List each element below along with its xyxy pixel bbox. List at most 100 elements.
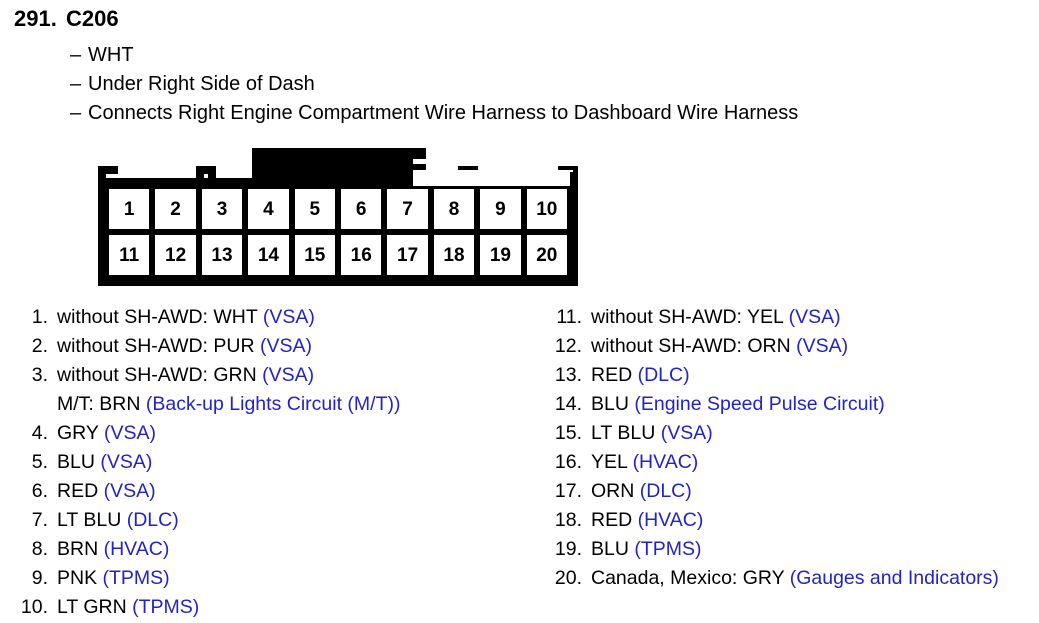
pin-description-index: 5. (31, 451, 48, 473)
pin-description-index: 9. (31, 567, 48, 589)
pin-wire-color: without SH-AWD: GRN (57, 364, 263, 386)
pin-cell[interactable]: 19 (477, 232, 524, 278)
dash-glyph: – (70, 73, 82, 95)
detail-text: WHT (88, 44, 134, 66)
pin-number: 3 (201, 189, 243, 229)
pin-circuit-label: (DLC) (637, 364, 690, 386)
dash-glyph: – (70, 102, 82, 124)
connector-top-rail-left (106, 178, 196, 186)
pin-description-row: 15.LT BLU (VSA) (548, 419, 1039, 448)
pin-number: 6 (341, 189, 382, 229)
pin-description-row: 5.BLU (VSA) (14, 448, 534, 477)
pin-number: 12 (155, 235, 196, 275)
connector-handle-slot-lower (413, 170, 573, 190)
pin-cell[interactable]: 5 (291, 186, 338, 232)
pin-description-index: 11. (556, 306, 582, 328)
pin-cell[interactable]: 13 (198, 232, 246, 278)
pin-circuit-label: (VSA) (103, 422, 156, 444)
pin-number: 20 (526, 235, 567, 275)
pin-cell[interactable]: 14 (245, 232, 292, 278)
pin-description-row: 12.without SH-AWD: ORN (VSA) (548, 332, 1039, 361)
pin-wire-color: RED (57, 480, 104, 502)
pin-cell[interactable]: 18 (430, 232, 478, 278)
pin-wire-color-alt: M/T: BRN (57, 393, 146, 415)
pin-number: 8 (433, 189, 475, 229)
detail-text: Connects Right Engine Compartment Wire H… (88, 102, 799, 124)
pin-description-index: 3. (31, 364, 48, 386)
pin-description-index: 18. (554, 509, 582, 531)
connector-detail-color: –WHT (70, 45, 134, 65)
pin-wire-color: without SH-AWD: ORN (591, 335, 797, 357)
pin-description-row: 2.without SH-AWD: PUR (VSA) (14, 332, 534, 361)
locking-tab-notch-left (98, 166, 118, 174)
pin-wire-color: without SH-AWD: WHT (57, 306, 263, 328)
pin-wire-color: without SH-AWD: YEL (591, 306, 789, 328)
pin-cell[interactable]: 8 (430, 186, 478, 232)
pin-description-row: 1.without SH-AWD: WHT (VSA) (14, 303, 534, 332)
pin-circuit-label: (HVAC) (637, 509, 704, 531)
pin-circuit-label: (Gauges and Indicators) (789, 567, 999, 589)
connector-shell-right (570, 172, 578, 286)
pin-circuit-label: (VSA) (262, 306, 315, 328)
pin-description-row: 6.RED (VSA) (14, 477, 534, 506)
pin-description-index: 8. (31, 538, 48, 560)
pin-wire-color: RED (591, 509, 638, 531)
pin-description-index: 10. (20, 596, 48, 618)
pin-description-index: 15. (554, 422, 582, 444)
pin-cell[interactable]: 15 (291, 232, 338, 278)
connector-top-rail-mid (204, 178, 252, 186)
pin-number: 14 (248, 235, 289, 275)
pin-grid: 1 2 3 4 5 6 7 8 9 10 11 12 13 14 15 16 1… (106, 186, 570, 278)
pin-cell[interactable]: 7 (384, 186, 431, 232)
pin-circuit-label: (Engine Speed Pulse Circuit) (634, 393, 885, 415)
pin-number: 1 (109, 189, 150, 229)
pin-description-row: 16.YEL (HVAC) (548, 448, 1039, 477)
pin-cell[interactable]: 4 (245, 186, 292, 232)
pin-description-index: 20. (554, 567, 582, 589)
pin-number: 9 (480, 189, 521, 229)
pin-circuit-label: (TPMS) (102, 567, 170, 589)
pin-circuit-label: (DLC) (639, 480, 692, 502)
pin-number: 19 (480, 235, 521, 275)
pin-cell[interactable]: 16 (338, 232, 385, 278)
pin-description-index: 17. (554, 480, 582, 502)
pin-cell[interactable]: 9 (477, 186, 524, 232)
pin-description-index: 16. (554, 451, 582, 473)
pin-cell[interactable]: 12 (152, 232, 199, 278)
pin-description-row: 3.without SH-AWD: GRN (VSA)M/T: BRN (Bac… (14, 361, 534, 419)
pin-number: 13 (201, 235, 243, 275)
pin-description-index: 7. (31, 509, 48, 531)
pin-circuit-label: (VSA) (259, 335, 312, 357)
pin-cell[interactable]: 11 (106, 232, 153, 278)
pin-wire-color: LT BLU (57, 509, 127, 531)
pin-wire-color: YEL (591, 451, 633, 473)
pin-description-index: 14. (554, 393, 582, 415)
pin-number: 15 (294, 235, 335, 275)
pin-description-index: 6. (31, 480, 48, 502)
pin-cell[interactable]: 1 (106, 186, 153, 232)
pin-number: 5 (294, 189, 335, 229)
pin-description-index: 4. (31, 422, 48, 444)
pin-cell[interactable]: 2 (152, 186, 199, 232)
pin-circuit-label: (VSA) (100, 451, 153, 473)
pin-circuit-label: (TPMS) (634, 538, 702, 560)
pin-cell[interactable]: 10 (523, 186, 570, 232)
pin-description-index: 12. (554, 335, 582, 357)
pin-description-row: 17.ORN (DLC) (548, 477, 1039, 506)
detail-text: Under Right Side of Dash (88, 73, 315, 95)
pin-cell[interactable]: 6 (338, 186, 385, 232)
pin-cell[interactable]: 17 (384, 232, 431, 278)
page-title: 291.C206 (14, 6, 119, 32)
connector-detail-location: –Under Right Side of Dash (70, 74, 315, 94)
pin-circuit-label: (HVAC) (103, 538, 170, 560)
pin-number: 18 (433, 235, 475, 275)
pin-cell[interactable]: 3 (198, 186, 246, 232)
pin-cell[interactable]: 20 (523, 232, 570, 278)
pin-description-subrow: M/T: BRN (Back-up Lights Circuit (M/T)) (57, 390, 534, 419)
pin-wire-color: LT GRN (57, 596, 133, 618)
pin-number: 16 (341, 235, 382, 275)
locking-tab-pin3 (196, 166, 204, 186)
connector-detail-connects: –Connects Right Engine Compartment Wire … (70, 103, 798, 123)
connector-diagram: 1 2 3 4 5 6 7 8 9 10 11 12 13 14 15 16 1… (98, 144, 584, 286)
pin-number: 7 (387, 189, 428, 229)
